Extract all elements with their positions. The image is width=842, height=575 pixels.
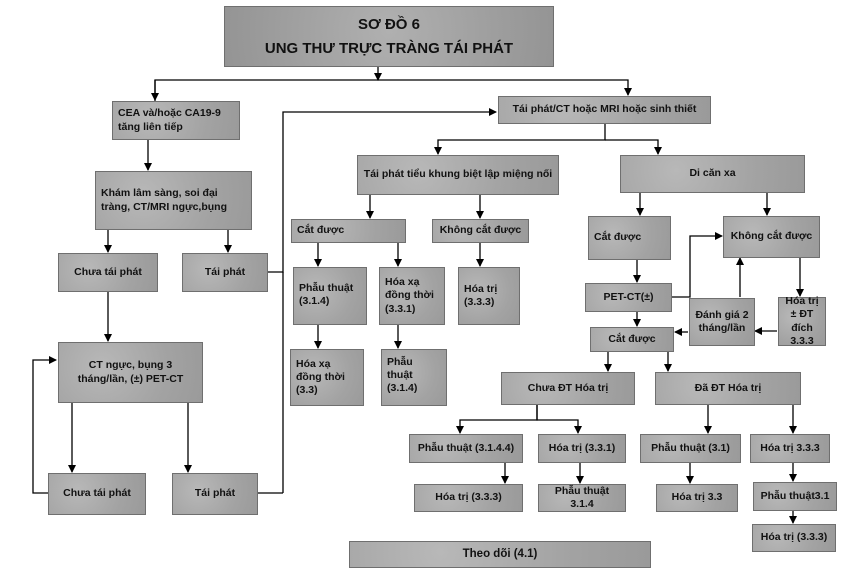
node-hoa-xa-33: Hóa xạ đồng thời (3.3) — [290, 349, 364, 406]
node-tai-phat-1: Tái phát — [182, 253, 268, 292]
node-cat-duoc-2: Cắt được — [588, 216, 671, 260]
node-khong-cat-duoc-2: Không cắt được — [723, 216, 820, 258]
node-di-can-xa: Di căn xa — [620, 155, 805, 193]
node-ct-nguc: CT ngực, bụng 3 tháng/lần, (±) PET-CT — [58, 342, 203, 403]
node-tai-phat-2: Tái phát — [172, 473, 258, 515]
node-chua-dt-hoa-tri: Chưa ĐT Hóa trị — [501, 372, 635, 405]
node-theo-doi: Theo dõi (4.1) — [349, 541, 651, 568]
node-chua-tai-phat-1: Chưa tái phát — [58, 253, 158, 292]
node-pet-ct: PET-CT(±) — [585, 283, 672, 312]
node-phau-thuat-314-b: Phẫu thuật (3.1.4) — [381, 349, 447, 406]
node-phau-thuat-31-b: Phẫu thuật3.1 — [753, 482, 837, 511]
node-hoa-tri-33: Hóa trị 3.3 — [656, 484, 738, 512]
node-cat-duoc-3: Cắt được — [590, 327, 674, 352]
diagram-title-line1: SƠ ĐỒ 6 — [358, 16, 420, 34]
node-phau-thuat-3144: Phẫu thuật (3.1.4.4) — [409, 434, 523, 463]
node-danh-gia: Đánh giá 2 tháng/lần — [689, 298, 755, 346]
node-hoa-tri-dich: Hóa trị ± ĐT đích 3.3.3 — [778, 295, 826, 347]
node-hoa-xa-331: Hóa xạ đồng thời (3.3.1) — [379, 267, 445, 325]
node-da-dt-hoa-tri: Đã ĐT Hóa trị — [655, 372, 801, 405]
node-tai-phat-tieu-khung: Tái phát tiểu khung biệt lập miệng nối — [357, 155, 559, 195]
node-phau-thuat-31: Phẫu thuật (3.1) — [640, 434, 741, 463]
diagram-title: SƠ ĐỒ 6 UNG THƯ TRỰC TRÀNG TÁI PHÁT — [224, 6, 554, 67]
node-hoa-tri-333-b: Hóa trị 3.3.3 — [750, 434, 830, 463]
node-chua-tai-phat-2: Chưa tái phát — [48, 473, 146, 515]
node-hoa-tri-331: Hóa trị (3.3.1) — [538, 434, 626, 463]
node-phau-thuat-314-c: Phẫu thuật 3.1.4 — [538, 484, 626, 512]
node-hoa-tri-333-d: Hóa trị (3.3.3) — [752, 524, 836, 552]
node-kham: Khám lâm sàng, soi đại tràng, CT/MRI ngự… — [95, 171, 252, 230]
node-khong-cat-duoc-1: Không cắt được — [432, 219, 529, 243]
node-tai-phat-ct: Tái phát/CT hoặc MRI hoặc sinh thiết — [498, 96, 711, 124]
node-cea: CEA và/hoặc CA19-9 tăng liên tiếp — [112, 101, 240, 140]
diagram-title-line2: UNG THƯ TRỰC TRÀNG TÁI PHÁT — [264, 39, 514, 57]
node-hoa-tri-333-c: Hóa trị (3.3.3) — [414, 484, 523, 512]
node-hoa-tri-333-a: Hóa trị (3.3.3) — [458, 267, 520, 325]
node-cat-duoc-1: Cắt được — [291, 219, 406, 243]
node-phau-thuat-314-a: Phẫu thuật (3.1.4) — [293, 267, 367, 325]
